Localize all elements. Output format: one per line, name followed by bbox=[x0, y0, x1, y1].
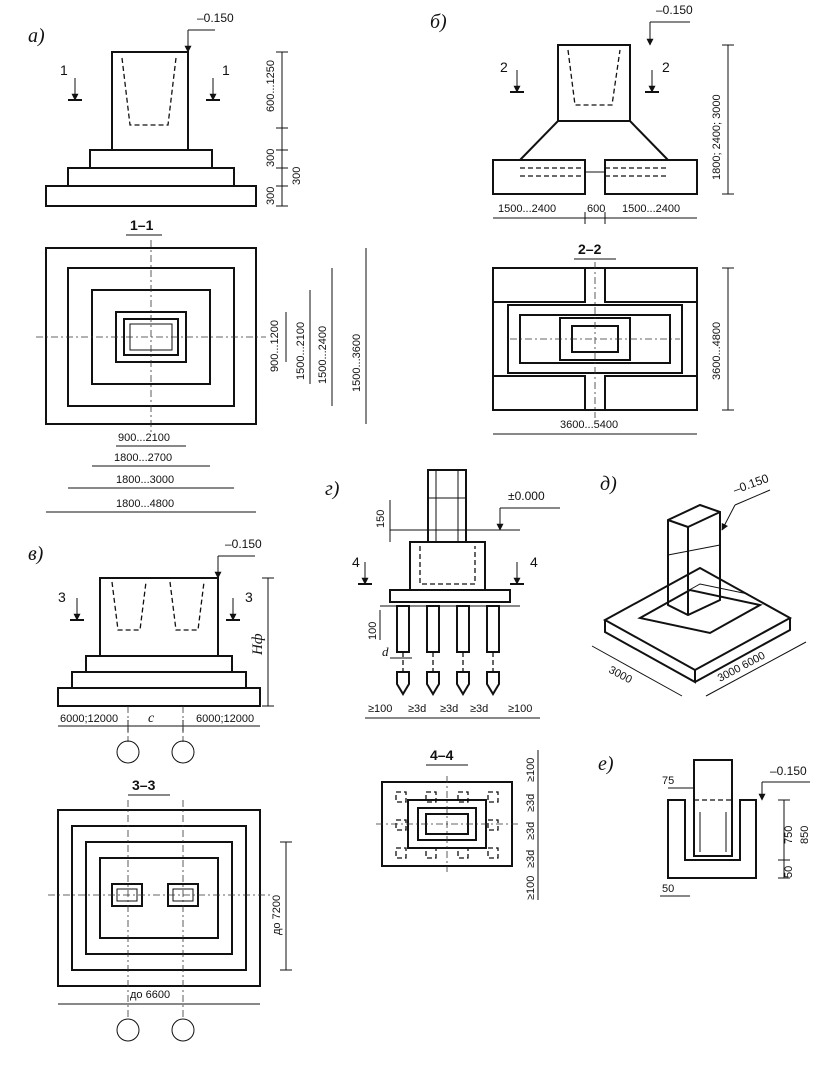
panel-v-label: в) bbox=[28, 543, 44, 565]
panel-b-section-title: 2–2 bbox=[578, 241, 602, 257]
panel-g-cut-right: 4 bbox=[530, 554, 538, 570]
panel-a-dim-step1: 300 bbox=[265, 149, 277, 167]
panel-a-dim-step3: 300 bbox=[265, 187, 277, 205]
panel-a-socket bbox=[121, 57, 177, 126]
panel-a: а) –0.150 1 1 600...1250 300 300 300 1–1 bbox=[28, 11, 367, 513]
panel-g-dim-bottom-2: ≥3d bbox=[408, 703, 426, 715]
panel-a-plan-dim-h2: 1800...2700 bbox=[114, 452, 172, 464]
panel-a-dim-column: 600...1250 bbox=[265, 60, 277, 112]
panel-g-column bbox=[427, 469, 467, 543]
panel-e-dim-850: 850 bbox=[799, 826, 811, 844]
panel-b-cut-left: 2 bbox=[500, 59, 508, 75]
panel-a-cut-left: 1 bbox=[60, 62, 68, 78]
panel-v-dim-bottom-2: c bbox=[148, 711, 155, 726]
panel-a-cut-right: 1 bbox=[222, 62, 230, 78]
panel-b-dim-bottom-3: 1500...2400 bbox=[622, 203, 680, 215]
panel-g-dim-100: 100 bbox=[367, 622, 379, 640]
panel-a-plan-dim-v4: 1500...3600 bbox=[351, 334, 363, 392]
grid-axis-marker bbox=[171, 1018, 195, 1042]
panel-g-dim-d: d bbox=[382, 644, 389, 659]
grid-axis-marker bbox=[171, 740, 195, 764]
panel-g-dim-bottom-3: ≥3d bbox=[440, 703, 458, 715]
panel-a-step-1 bbox=[89, 149, 213, 169]
panel-d-column bbox=[667, 503, 721, 617]
panel-a-section-title: 1–1 bbox=[130, 217, 154, 233]
panel-b-dim-bottom-1: 1500...2400 bbox=[498, 203, 556, 215]
panel-g-plan-dim-v4: ≥3d bbox=[525, 850, 537, 868]
panel-g-section-title: 4–4 bbox=[430, 747, 454, 763]
panel-v-dim-bottom-3: 6000;12000 bbox=[196, 713, 254, 725]
panel-a-plan-dim-v3: 1500...2400 bbox=[317, 326, 329, 384]
panel-a-plan-dim-h3: 1800...3000 bbox=[116, 474, 174, 486]
grid-axis-marker bbox=[116, 1018, 140, 1042]
panel-d-label: д) bbox=[600, 473, 617, 495]
panel-a-plan-dim-v2: 1500...2100 bbox=[295, 322, 307, 380]
panel-g-plan-dim-v1: ≥100 bbox=[525, 758, 537, 782]
panel-g-dim-150: 150 bbox=[375, 510, 387, 528]
panel-v: в) –0.150 3 3 Hф 6000;12000 c 6000;12000 bbox=[28, 537, 292, 1042]
panel-g-plan-dim-v2: ≥3d bbox=[525, 794, 537, 812]
panel-v-plan-outer bbox=[57, 809, 261, 987]
panel-b: б) –0.150 2 2 1800; 2400; 3000 1500...24… bbox=[430, 3, 734, 435]
panel-b-dim-height: 1800; 2400; 3000 bbox=[711, 94, 723, 180]
panel-e-dim-50b: 50 bbox=[662, 883, 674, 895]
panel-b-footing-right bbox=[604, 159, 698, 195]
panel-b-dim-bottom-2: 600 bbox=[587, 203, 605, 215]
grid-axis-marker bbox=[116, 740, 140, 764]
panel-e-dim-750: 750 bbox=[783, 826, 795, 844]
panel-b-plan-dim-h: 3600...5400 bbox=[560, 419, 618, 431]
panel-g-plan-piles bbox=[395, 791, 499, 859]
panel-a-level: –0.150 bbox=[197, 11, 234, 25]
panel-g: г) ±0.000 150 4 4 bbox=[325, 469, 560, 900]
panel-v-dim-height: Hф bbox=[250, 633, 266, 656]
panel-a-plan-dim-h4: 1800...4800 bbox=[116, 498, 174, 510]
panel-a-plan-dim-h1: 900...2100 bbox=[118, 432, 170, 444]
panel-b-cut-right: 2 bbox=[662, 59, 670, 75]
panel-g-dim-bottom-1: ≥100 bbox=[368, 703, 392, 715]
panel-e: е) 75 –0.150 750 850 50 50 bbox=[598, 753, 811, 897]
panel-d: д) –0.150 3000 3000 6000 bbox=[591, 471, 807, 697]
panel-g-plan-dim-v3: ≥3d bbox=[525, 822, 537, 840]
panel-a-step-2 bbox=[67, 167, 235, 187]
panel-a-plan-dim-v1: 900...1200 bbox=[269, 320, 281, 372]
panel-g-label: г) bbox=[325, 478, 340, 500]
panel-b-column bbox=[557, 44, 631, 122]
panel-v-dim-bottom-1: 6000;12000 bbox=[60, 713, 118, 725]
panel-v-cut-left: 3 bbox=[58, 589, 66, 605]
panel-v-plan-dim-v: до 7200 bbox=[271, 895, 283, 935]
panel-a-step-3 bbox=[45, 185, 257, 207]
panel-b-footing-left bbox=[492, 159, 586, 195]
panel-a-dim-step2: 300 bbox=[291, 167, 303, 185]
panel-g-plan-dim-v5: ≥100 bbox=[525, 876, 537, 900]
panel-e-column bbox=[693, 759, 733, 857]
panel-g-pile-cap-upper bbox=[409, 541, 486, 591]
panel-v-level: –0.150 bbox=[225, 537, 262, 551]
panel-d-level: –0.150 bbox=[731, 471, 771, 497]
panel-v-section-title: 3–3 bbox=[132, 777, 156, 793]
panel-b-plan-dim-v: 3600...4800 bbox=[711, 322, 723, 380]
panel-g-pile-cap bbox=[389, 589, 511, 603]
panel-g-dim-bottom-5: ≥100 bbox=[508, 703, 532, 715]
panel-a-label: а) bbox=[28, 25, 45, 47]
panel-g-piles bbox=[396, 605, 500, 696]
panel-b-label: б) bbox=[430, 11, 447, 33]
panel-e-dim-75: 75 bbox=[662, 775, 674, 787]
panel-e-dim-50a: 50 bbox=[783, 866, 795, 878]
panel-b-level: –0.150 bbox=[656, 3, 693, 17]
panel-g-dim-bottom-4: ≥3d bbox=[470, 703, 488, 715]
panel-e-level: –0.150 bbox=[770, 764, 807, 778]
panel-v-plan-dim-h: до 6600 bbox=[130, 989, 170, 1001]
panel-g-cut-left: 4 bbox=[352, 554, 360, 570]
panel-v-cut-right: 3 bbox=[245, 589, 253, 605]
panel-g-level: ±0.000 bbox=[508, 489, 545, 503]
panel-e-glass-foundation bbox=[667, 799, 757, 879]
panel-e-label: е) bbox=[598, 753, 614, 775]
panel-v-column bbox=[99, 577, 219, 657]
panel-v-base bbox=[57, 687, 261, 707]
